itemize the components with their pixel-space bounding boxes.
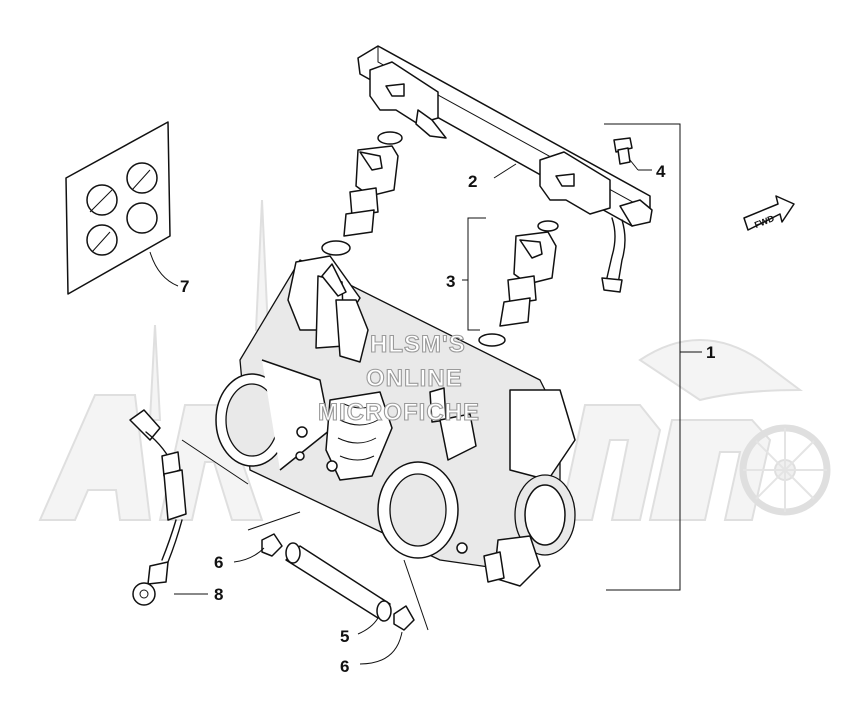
watermark-line-3: MICROFICHE [318, 399, 480, 426]
fuel-injector-lower [478, 220, 559, 347]
callout-2: 2 [468, 172, 477, 191]
callout-leader-lines [149, 123, 702, 665]
gasket-sheet [65, 121, 171, 295]
forward-direction-arrow: FWD [743, 195, 795, 231]
ground-wire-lead [129, 409, 187, 606]
watermark-line-2: ONLINE [366, 365, 463, 392]
callout-numbers: 1 2 3 4 5 6 6 7 8 [180, 162, 715, 676]
throttle-body-assembly [215, 255, 576, 587]
callout-4: 4 [656, 162, 666, 181]
callout-6-lower: 6 [340, 657, 349, 676]
fuel-injector-upper [321, 131, 403, 256]
rail-screw [613, 137, 633, 165]
fuel-rail [357, 45, 653, 293]
callout-8: 8 [214, 585, 223, 604]
callout-3: 3 [446, 272, 455, 291]
callout-5: 5 [340, 627, 349, 646]
microfiche-watermark-text: HLSM'S ONLINE MICROFICHE [317, 330, 480, 426]
brand-watermark-logo [38, 199, 831, 521]
watermark-line-1: HLSM'S [370, 331, 466, 358]
callout-1: 1 [706, 343, 715, 362]
vent-hose-with-clamps [261, 533, 415, 631]
callout-7: 7 [180, 277, 189, 296]
callout-6-upper: 6 [214, 553, 223, 572]
